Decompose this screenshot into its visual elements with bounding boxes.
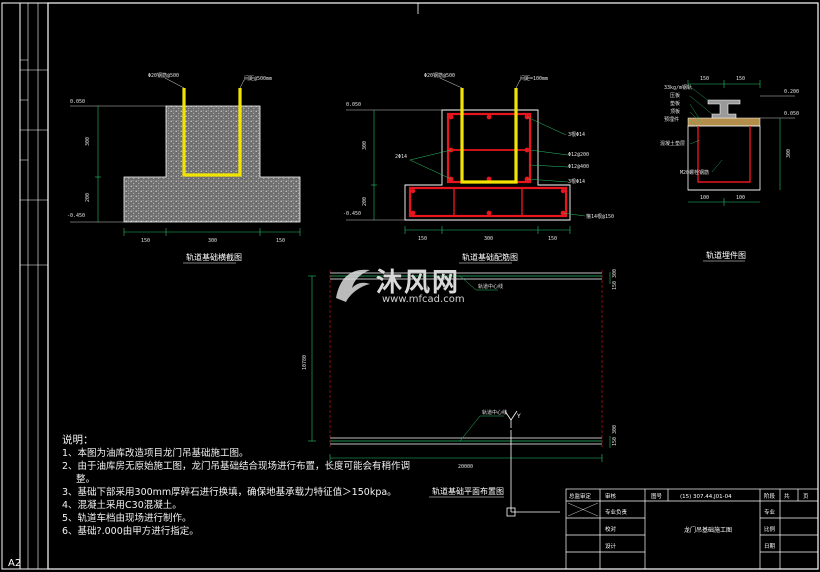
section2-dim-bottom-1: 150 (418, 236, 427, 242)
rail-elev-1: 0.200 (784, 89, 799, 95)
tb-drawing-title: 龙门吊基础施工图 (684, 526, 732, 534)
section1-u-rebar (182, 88, 242, 177)
notes-item-3: 整。 (76, 474, 96, 485)
rail-label-2: 压板 (670, 92, 680, 99)
rail-label-7: M20螺栓钢筋 (680, 169, 709, 176)
inner-frame (47, 2, 819, 570)
section1-dim-bottom-2: 300 (208, 238, 217, 244)
rail-elev-2: 0.050 (784, 111, 799, 117)
plan-rail-bottom (330, 437, 602, 445)
rail-label-3: 垫板 (670, 100, 680, 107)
rail-label-1: 33kg/m钢轨 (664, 84, 692, 91)
section2-callout-5: 3根Φ14 (568, 178, 585, 185)
rail-dim-bottom-1: 100 (700, 195, 709, 201)
plan-dim-width: 10780 (302, 355, 308, 370)
tb-row-3: 日期 (764, 543, 776, 550)
section2-stirrup-top (446, 112, 532, 184)
watermark: 沐风网 www.mfcad.com (330, 262, 480, 312)
section2-elev-bottom: -0.450 (343, 211, 361, 217)
rail-dim-top-2: 150 (736, 76, 745, 82)
section1-dim-side-1: 300 (85, 137, 91, 146)
section2-bolt-label: 间距=100mm (520, 75, 548, 82)
rail-label-5: 预埋件 (664, 116, 679, 123)
tb-label-tuhao: 图号 (651, 492, 663, 500)
section1-view: Φ20钢筋@500 间距@500mm 0.050 -0.450 300 200 … (67, 72, 301, 264)
tb-head-3: 页 (803, 493, 809, 500)
rail-profile (707, 99, 741, 119)
notes-item-5: 4、混凝土采用C30混凝土。 (62, 500, 182, 511)
section1-rebar-label: Φ20钢筋@500 (148, 72, 179, 79)
watermark-logo-icon (336, 269, 370, 302)
title-block (565, 488, 819, 570)
notes-heading: 说明： (62, 434, 94, 446)
plan-rail-label-bottom: 轨道中心线 (482, 409, 507, 416)
section2-outline (404, 109, 571, 221)
section2-dim-bottom-2: 300 (484, 236, 493, 242)
tb-head-1: 阶段 (764, 492, 776, 500)
tb-left-label-3: 专业负责 (605, 508, 628, 516)
tb-row-1: 专业 (764, 508, 776, 516)
rail-view: 150 150 0.200 0.050 300 100 100 33kg/m钢轨… (660, 76, 799, 262)
section2-rebar-label: Φ20钢筋@500 (424, 72, 455, 79)
notes-item-4: 3、基础下部采用300mm厚碎石进行换填，确保地基承载力特征值＞150kpa。 (62, 487, 397, 498)
section1-title: 轨道基础横截图 (186, 252, 242, 262)
sheet-size-label: A2 (8, 558, 21, 569)
section2-dim-side-2: 200 (362, 197, 368, 206)
section1-bolt-label: 间距@500mm (244, 75, 272, 82)
tb-left-label-4: 校对 (605, 525, 617, 533)
section2-callout-2: 2Φ14 (395, 154, 407, 160)
section1-elev-top: 0.050 (70, 99, 85, 105)
rail-pad (687, 117, 761, 127)
rail-title: 轨道埋件图 (706, 250, 746, 260)
watermark-brand: 沐风网 (376, 268, 461, 298)
section1-dim-bottom-1: 150 (141, 238, 150, 244)
section2-dim-side-1: 300 (362, 141, 368, 150)
plan-dim-side-top: 150 300 (612, 269, 618, 290)
section1-dim-bottom-3: 150 (276, 238, 285, 244)
section2-stirrup-bottom (408, 186, 568, 218)
rail-dim-top-1: 150 (700, 76, 709, 82)
tb-left-label-1: 总监审定 (569, 492, 592, 500)
section1-elev-bottom: -0.450 (67, 213, 85, 219)
notes-item-1: 1、本图为油库改造项目龙门吊基础施工图。 (62, 448, 249, 459)
rail-embed-box (687, 125, 761, 191)
section2-callout-3: Φ12@200 (568, 152, 589, 158)
tb-left-label-2: 审核 (605, 492, 617, 500)
notes-item-6: 5、轨道车档由现场进行制作。 (62, 513, 192, 524)
section2-callout-6: 箍14根@150 (586, 213, 614, 220)
rail-label-4: 顶板 (670, 108, 680, 115)
notes-item-7: 6、基础?.000由甲方进行指定。 (62, 526, 199, 537)
section2-u-rebar (460, 88, 518, 184)
plan-dim-length: 20000 (458, 464, 473, 470)
section2-dim-bottom-3: 150 (548, 236, 557, 242)
tb-row-2: 比例 (764, 525, 776, 533)
section1-concrete (123, 105, 301, 223)
notes-block: 说明： 1、本图为油库改造项目龙门吊基础施工图。 2、由于油库房无原始施工图，龙… (62, 434, 410, 538)
section2-view: Φ20钢筋@500 间距=100mm 3根Φ14 2Φ14 Φ12@200 Φ1… (343, 72, 614, 264)
section2-elev-top: 0.050 (346, 102, 361, 108)
plan-rail-top (330, 272, 602, 280)
section2-title: 轨道基础配筋图 (462, 252, 518, 262)
tb-head-2: 共 (784, 492, 790, 500)
plan-axis-y-glyph (504, 410, 518, 428)
rail-label-6: 混凝土垫层 (660, 140, 685, 147)
rail-dim-height: 300 (786, 149, 792, 158)
plan-title: 轨道基础平面布置图 (432, 486, 504, 496)
section1-dim-side-2: 200 (85, 193, 91, 202)
section2-callout-4: Φ12@400 (568, 164, 589, 170)
notes-item-2: 2、由于油库房无原始施工图，龙门吊基础结合现场进行布置，长度可能会有稍作调 (62, 461, 411, 472)
tb-left-label-5: 设计 (605, 542, 617, 550)
plan-dim-side-bottom: 150 300 (612, 425, 618, 446)
section2-callout-1: 3根Φ14 (568, 131, 585, 138)
plan-axis-label: Y (516, 413, 521, 420)
plan-view: 10780 20000 150 300 150 300 轨道中心线 轨道中心线 … (302, 269, 618, 517)
rail-dim-bottom-2: 100 (736, 195, 745, 201)
watermark-url: www.mfcad.com (382, 294, 465, 305)
tb-drawing-number: (15) 307.44.J01-04 (680, 494, 732, 500)
plan-rail-label-top: 轨道中心线 (478, 283, 503, 290)
